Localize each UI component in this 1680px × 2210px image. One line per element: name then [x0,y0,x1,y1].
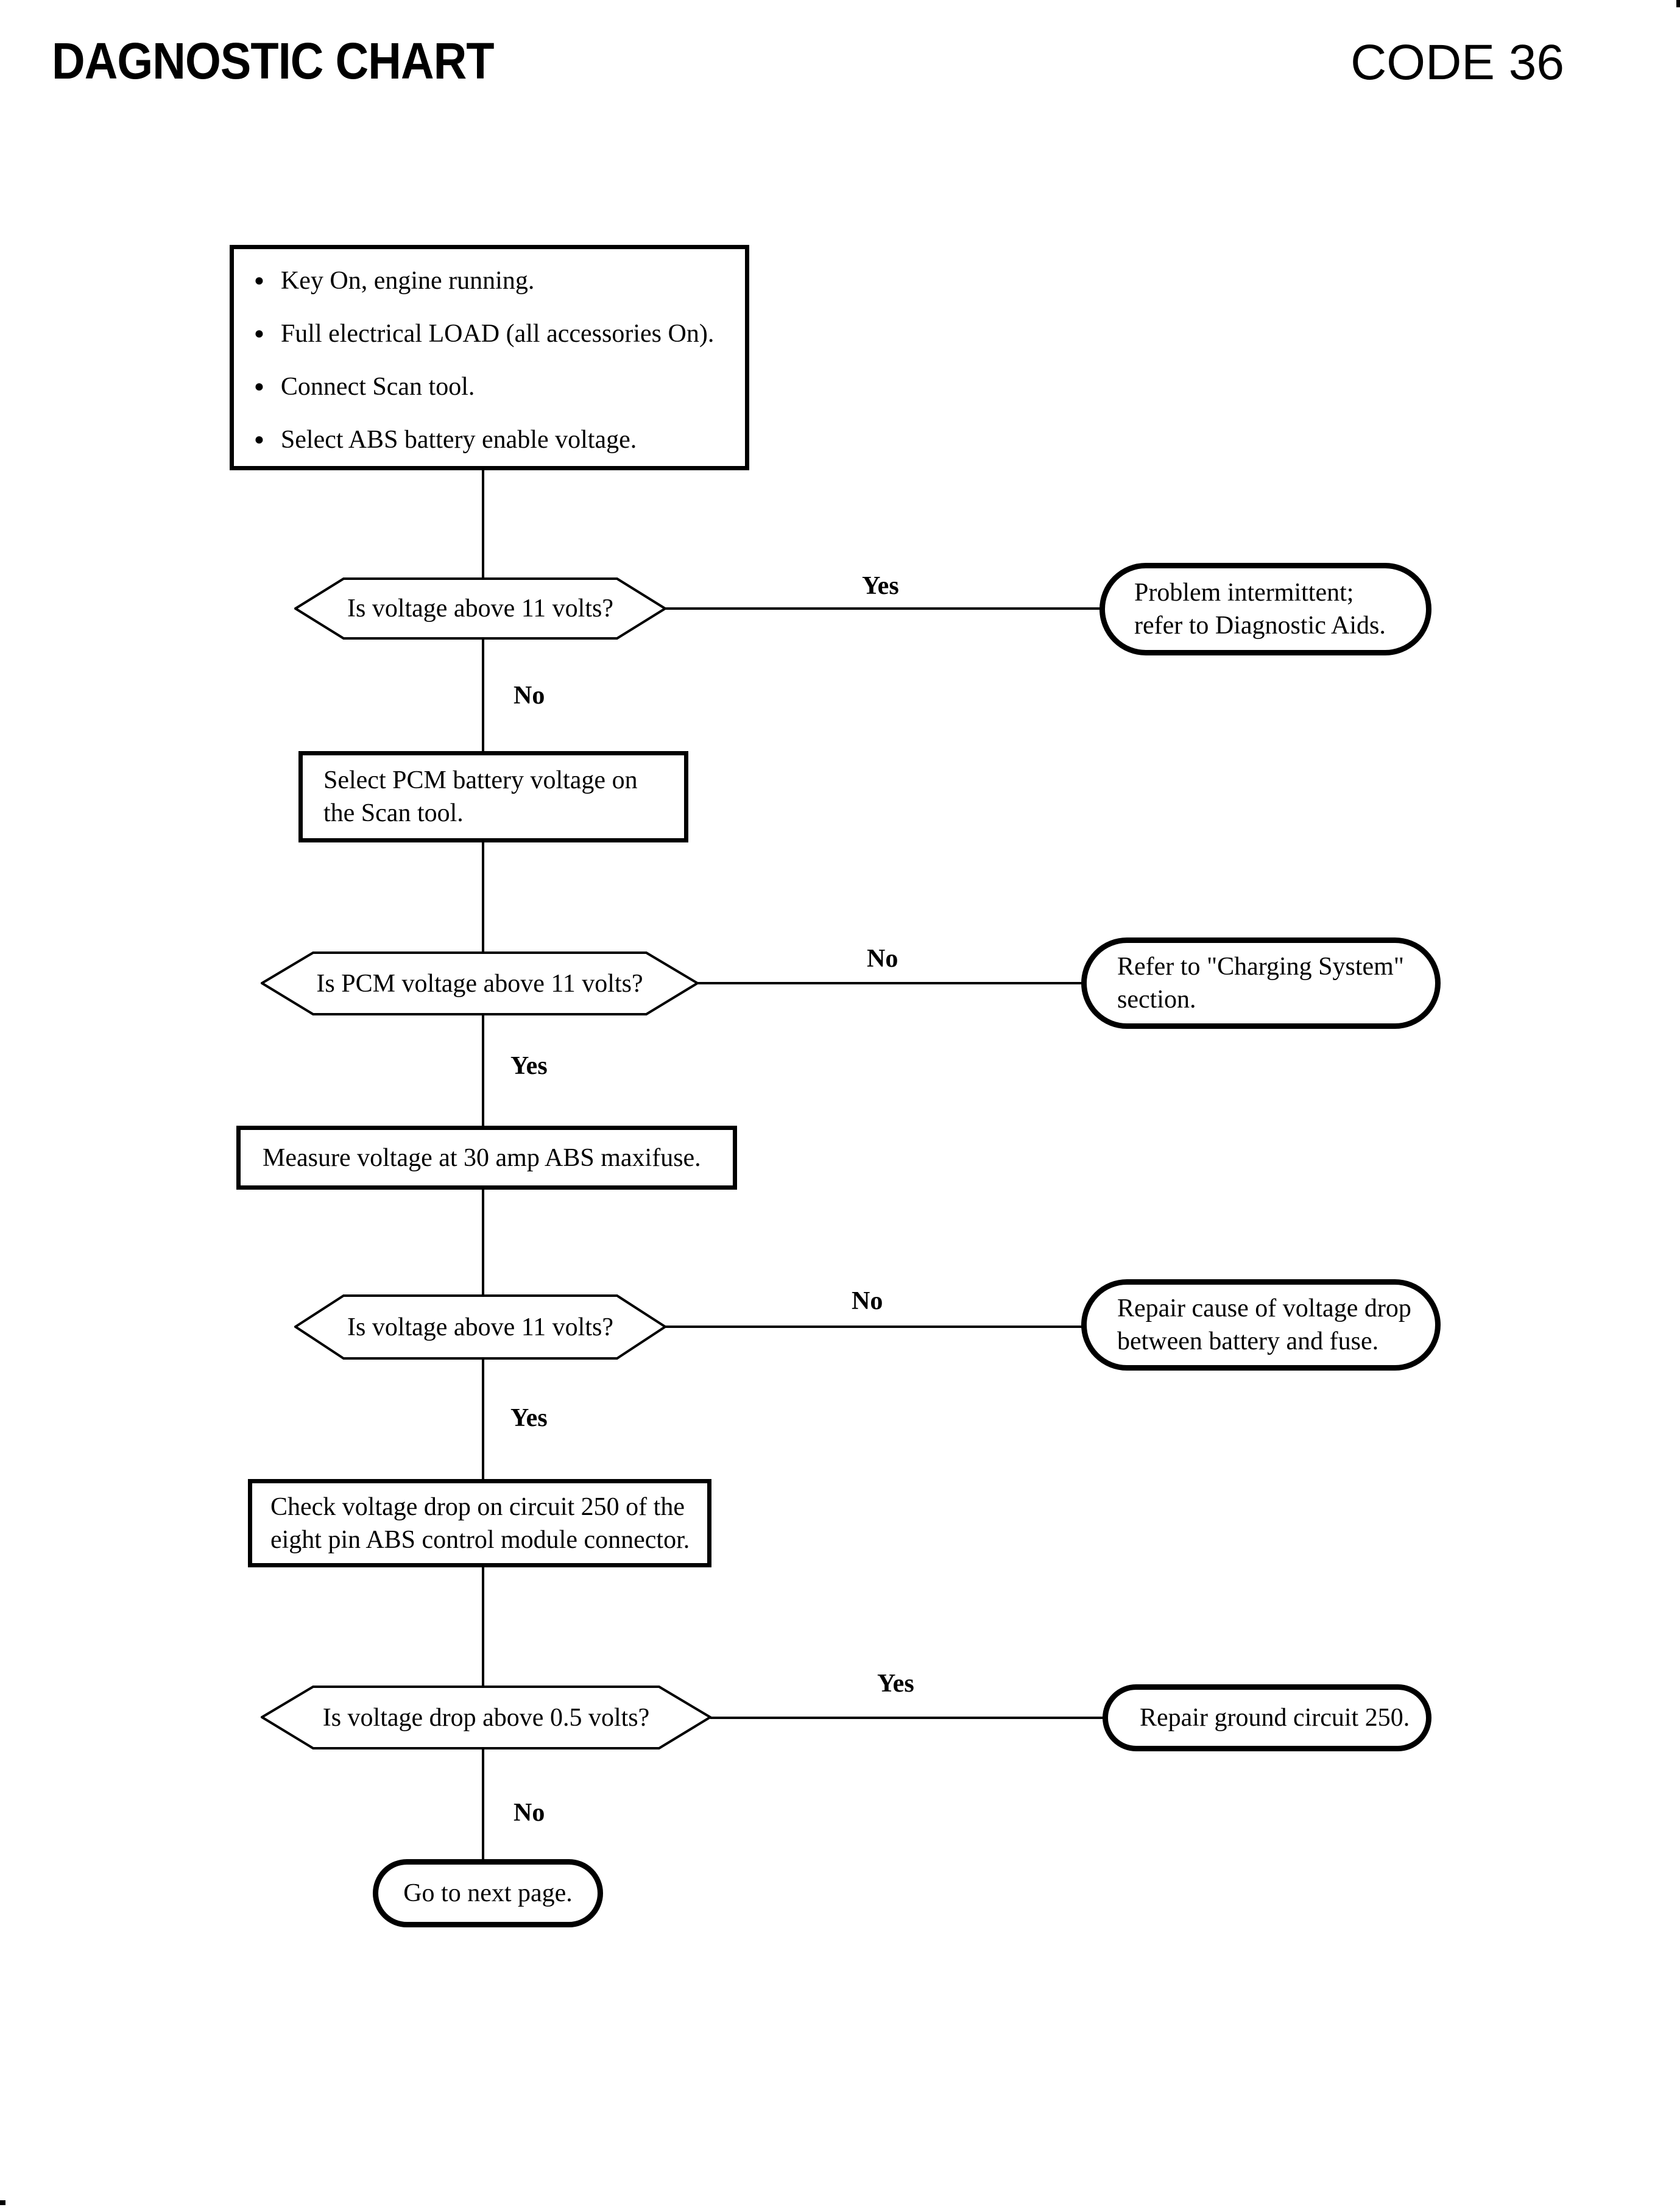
connector-line [482,1360,484,1479]
page-title: DAGNOSTIC CHART [52,32,495,90]
terminal-charging-system: Refer to "Charging System" section. [1081,937,1441,1029]
terminal-go-next-page: Go to next page. [373,1859,603,1927]
list-item: Full electrical LOAD (all accessories On… [254,318,745,371]
page-code: CODE 36 [1350,35,1564,90]
edge-label-yes: Yes [510,1404,548,1432]
terminal-text-line: Go to next page. [403,1879,573,1907]
terminal-text-line: Refer to "Charging System" [1117,953,1404,981]
edge-label-yes: Yes [877,1670,914,1698]
connector-line [710,1717,1104,1719]
connector-line [482,1567,484,1686]
connector-line [482,469,484,579]
connector-line [482,842,484,953]
edge-label-no: No [514,1799,545,1827]
process-check-circuit-250: Check voltage drop on circuit 250 of the… [248,1479,711,1567]
connector-line [665,1326,1082,1328]
terminal-text-line: between battery and fuse. [1117,1327,1379,1355]
terminal-text-line: section. [1117,986,1196,1014]
decision-3-hexagon: Is voltage above 11 volts? [294,1294,666,1360]
edge-label-no: No [852,1287,883,1315]
connector-line [482,1015,484,1126]
edge-label-no: No [867,945,898,973]
terminal-problem-intermittent: Problem intermittent; refer to Diagnosti… [1099,563,1431,655]
connector-line [482,640,484,752]
process-select-pcm-voltage: Select PCM battery voltage on the Scan t… [298,751,688,842]
terminal-text-line: Problem intermittent; [1134,579,1354,607]
terminal-text-line: Repair ground circuit 250. [1140,1704,1410,1732]
process-text-line: Select PCM battery voltage on [323,766,638,794]
connector-line [665,607,1101,610]
connector-line [482,1749,484,1860]
start-conditions-box: Key On, engine running. Full electrical … [230,245,749,470]
process-text-line: eight pin ABS control module connector. [270,1525,690,1554]
terminal-text-line: refer to Diagnostic Aids. [1134,612,1386,640]
process-text-line: Check voltage drop on circuit 250 of the [270,1492,685,1521]
process-text-line: Measure voltage at 30 amp ABS maxifuse. [263,1143,701,1172]
decision-4-hexagon: Is voltage drop above 0.5 volts? [261,1686,711,1749]
decision-2-question: Is PCM voltage above 11 volts? [316,969,643,998]
terminal-repair-voltage-drop: Repair cause of voltage drop between bat… [1081,1279,1441,1371]
decision-1-hexagon: Is voltage above 11 volts? [294,577,666,640]
process-text-line: the Scan tool. [323,799,464,827]
process-measure-maxifuse: Measure voltage at 30 amp ABS maxifuse. [236,1126,737,1190]
decision-2-hexagon: Is PCM voltage above 11 volts? [261,951,699,1015]
connector-line [482,1190,484,1294]
list-item: Select ABS battery enable voltage. [254,424,745,477]
scan-artifact [1676,0,1680,7]
list-item: Connect Scan tool. [254,371,745,424]
edge-label-yes: Yes [510,1052,548,1080]
decision-4-question: Is voltage drop above 0.5 volts? [322,1703,650,1732]
edge-label-no: No [514,682,545,710]
list-item: Key On, engine running. [254,265,745,318]
terminal-repair-ground-250: Repair ground circuit 250. [1103,1684,1431,1751]
connector-line [697,982,1082,984]
edge-label-yes: Yes [862,572,899,600]
terminal-text-line: Repair cause of voltage drop [1117,1294,1411,1322]
decision-3-question: Is voltage above 11 volts? [347,1313,613,1341]
scan-artifact [0,2200,5,2205]
start-conditions-list: Key On, engine running. Full electrical … [234,249,745,477]
decision-1-question: Is voltage above 11 volts? [347,595,613,623]
